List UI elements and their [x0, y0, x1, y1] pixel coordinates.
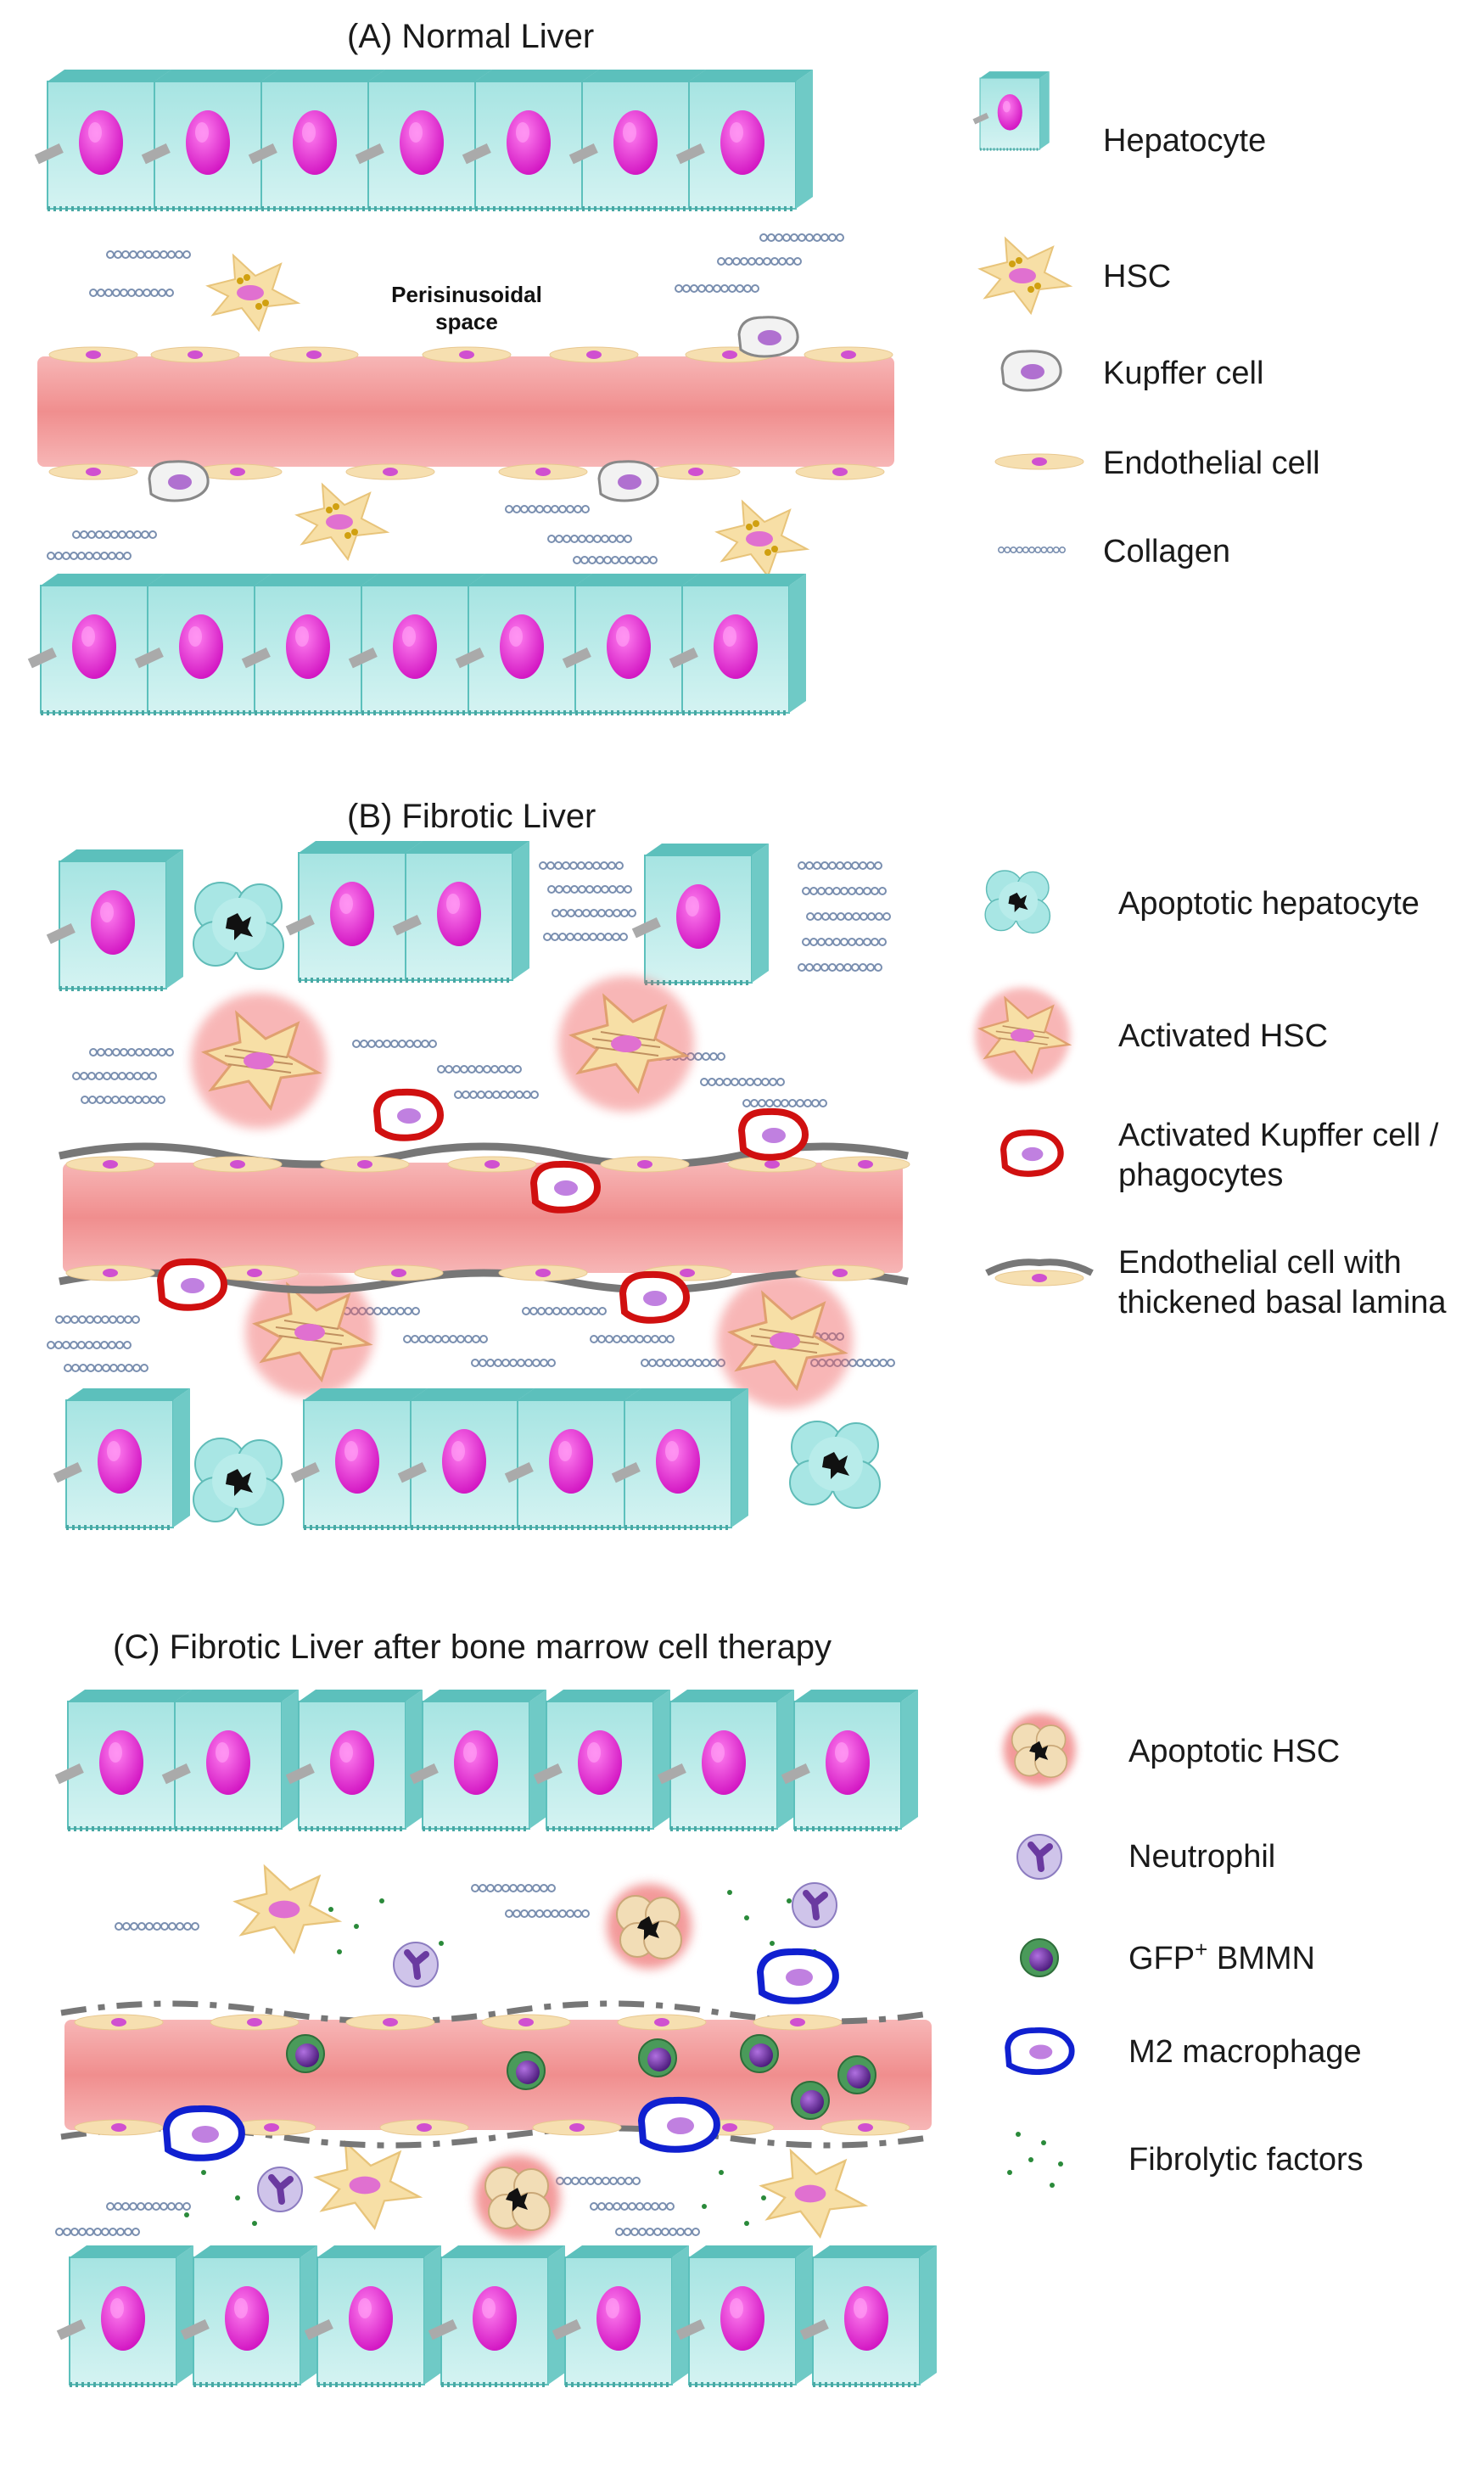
legend-apoptotic-hsc-label: Apoptotic HSC: [1128, 1734, 1340, 1769]
hepatocyte-icon: [971, 70, 1051, 151]
legend-apoptotic-hepatocyte-label: Apoptotic hepatocyte: [1118, 886, 1420, 922]
panel-c-hepatocytes-top: [55, 1690, 918, 1829]
legend-hepatocyte-label: Hepatocyte: [1103, 123, 1266, 159]
panel-b-hepatocytes-bottom: [53, 1388, 748, 1528]
panel-c-title: (C) Fibrotic Liver after bone marrow cel…: [113, 1629, 832, 1666]
panel-a-sinusoid: [37, 356, 894, 467]
endothelial-cell-icon: [994, 453, 1084, 470]
fibrolytic-factors-icon: [1007, 2132, 1063, 2188]
legend-hsc-label: HSC: [1103, 259, 1171, 294]
kupffer-cell-icon: [1000, 350, 1062, 392]
panel-b-sinusoid: [63, 1163, 903, 1273]
activated-hsc-icon: [974, 987, 1071, 1084]
panel-b-title: (B) Fibrotic Liver: [347, 798, 596, 835]
legend-kupffer-label: Kupffer cell: [1103, 356, 1263, 391]
legend-b: Apoptotic hepatocyte Activated HSC Activ…: [974, 870, 1447, 1320]
legend-neutrophil-label: Neutrophil: [1128, 1839, 1275, 1875]
hsc-icon: [979, 238, 1071, 314]
legend-endothelial-label: Endothelial cell: [1103, 446, 1320, 481]
legend-fibrolytic-label: Fibrolytic factors: [1128, 2142, 1364, 2178]
legend-activated-hsc-label: Activated HSC: [1118, 1018, 1328, 1054]
legend-collagen-label: Collagen: [1103, 534, 1230, 569]
activated-kupffer-cell-icon: [1004, 1133, 1061, 1174]
panel-c-quiescent-hsc: [232, 1864, 869, 2239]
panel-b-apoptotic-hepatocyte-top: [193, 882, 284, 970]
apoptotic-hsc-icon: [1004, 1714, 1076, 1786]
legend-thickened-endothelial-label: Endothelial cell with: [1118, 1245, 1402, 1281]
panel-c: (C) Fibrotic Liver after bone marrow cel…: [55, 1629, 1364, 2385]
gfp-bmmn-icon: [1020, 1938, 1059, 1977]
panel-b-hepatocytes-top: [47, 841, 769, 989]
legend-thickened-endothelial-label-line2: thickened basal lamina: [1118, 1285, 1447, 1320]
panel-a-hepatocytes-top: [35, 70, 813, 209]
m2-macrophage-icon: [1008, 2030, 1072, 2071]
thickened-endothelial-cell-icon: [985, 1259, 1094, 1287]
apoptotic-hepatocyte-icon: [984, 870, 1051, 934]
legend-gfp-bmmn-label: GFP+ BMMN: [1128, 1937, 1315, 1976]
panel-a: (A) Normal Liver Perisinusoidal space: [28, 18, 1320, 713]
legend-a: Hepatocyte HSC Kupffer cell Endothelial …: [971, 70, 1320, 569]
panel-b-activated-hsc: [191, 976, 853, 1409]
perisinusoidal-label: Perisinusoidal: [391, 282, 542, 307]
legend-c: Apoptotic HSC Neutrophil GFP+ BMMN M2 ma…: [1004, 1714, 1364, 2188]
panel-a-hepatocytes-bottom: [28, 574, 806, 713]
perisinusoidal-label-line2: space: [435, 309, 498, 334]
legend-activated-kupffer-label: Activated Kupffer cell /: [1118, 1118, 1439, 1153]
collagen-icon: [998, 546, 1066, 554]
panel-a-title: (A) Normal Liver: [347, 18, 594, 55]
legend-activated-kupffer-label-line2: phagocytes: [1118, 1158, 1283, 1193]
neutrophil-icon: [1017, 1835, 1061, 1879]
panel-c-hepatocytes-bottom: [57, 2245, 937, 2385]
panel-b: (B) Fibrotic Liver: [47, 798, 1447, 1528]
panel-c-sinusoid: [64, 2020, 932, 2130]
legend-m2-macrophage-label: M2 macrophage: [1128, 2034, 1362, 2070]
